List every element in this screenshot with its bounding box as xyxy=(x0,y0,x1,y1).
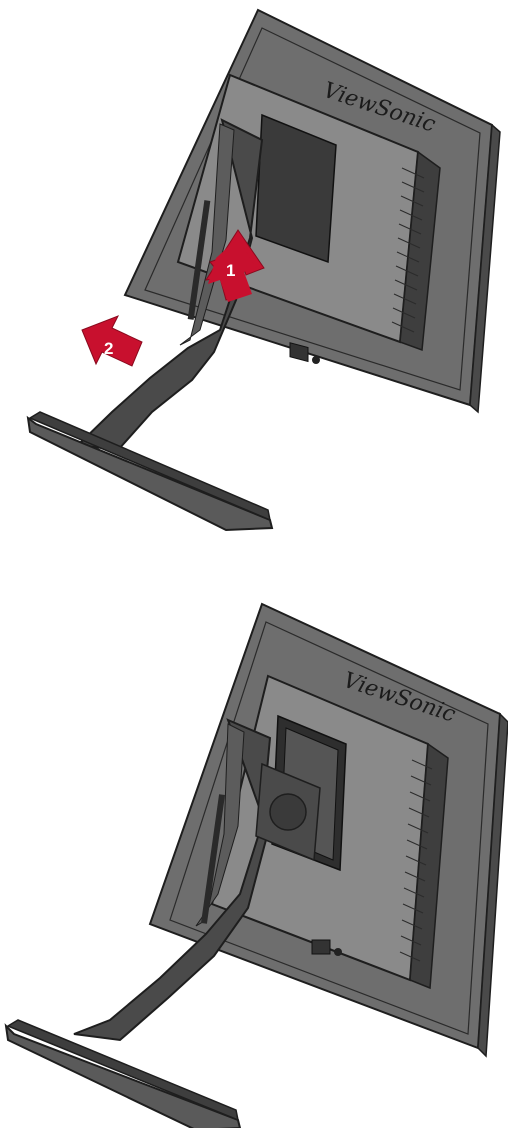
port-round xyxy=(312,356,320,364)
port xyxy=(312,940,330,954)
illustration-step-detach: ViewSonic 1 2 xyxy=(0,0,508,564)
attached-illustration-svg: ViewSonic xyxy=(0,564,508,1128)
monitor-back: ViewSonic xyxy=(125,10,500,412)
arrow-2-label: 2 xyxy=(104,339,113,358)
monitor-back: ViewSonic xyxy=(150,604,508,1056)
port-round xyxy=(334,948,342,956)
detach-illustration-svg: ViewSonic 1 2 xyxy=(0,0,508,564)
illustration-step-attached: ViewSonic xyxy=(0,564,508,1128)
arrow-step-2: 2 xyxy=(82,316,142,366)
arrow-1-label: 1 xyxy=(226,261,235,280)
